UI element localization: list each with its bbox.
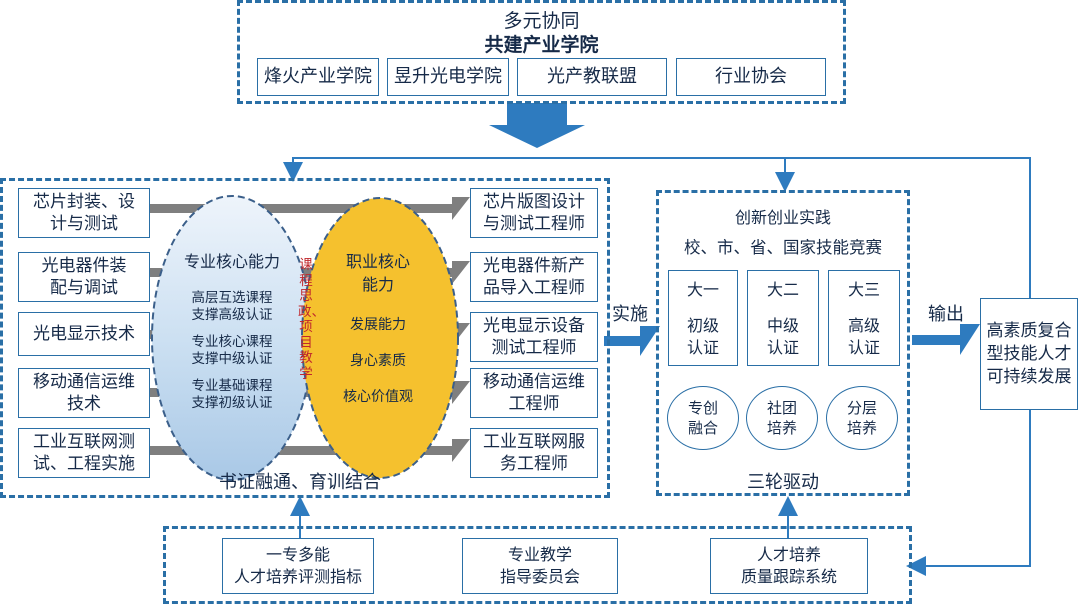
top-collaboration-frame	[237, 0, 846, 104]
feedback-lines	[283, 157, 1031, 576]
job-display-test: 光电显示设备 测试工程师	[470, 312, 598, 362]
job-mobile-ops: 移动通信运维 工程师	[470, 368, 598, 418]
center-drive-frame	[656, 190, 910, 496]
teaching-committee: 专业教学 指导委员会	[462, 538, 618, 594]
course-chip-packaging: 芯片封装、设 计与测试	[18, 188, 150, 238]
partner-association: 行业协会	[676, 58, 826, 96]
evaluation-indicators: 一专多能 人才培养评测指标	[222, 538, 374, 594]
left-frame-caption: 书证融通、育训结合	[219, 472, 381, 493]
center-frame-caption: 三轮驱动	[747, 472, 819, 493]
quality-tracking-system: 人才培养 质量跟踪系统	[710, 538, 868, 594]
blue-item-advanced: 高层互选课程 支撑高级认证	[191, 290, 273, 323]
yellow-item-wellbeing: 身心素质	[350, 353, 406, 369]
center-title-line2: 校、市、省、国家技能竞赛	[684, 238, 882, 257]
course-industrial-internet: 工业互联网测 试、工程实施	[18, 428, 150, 478]
ideological-teaching-label: 课程思政、项目教学	[298, 257, 325, 382]
circle-club: 社团 培养	[746, 386, 818, 450]
year-3-label: 大三	[847, 280, 880, 299]
year-3-cert: 高级 认证	[847, 316, 880, 357]
job-optoelectronic-npi: 光电器件新产 品导入工程师	[470, 252, 598, 302]
year-1-box: 大一 初级 认证	[668, 270, 738, 366]
output-label: 输出	[928, 304, 964, 325]
top-title-line2: 共建产业学院	[484, 34, 599, 56]
center-title-line1: 创新创业实践	[734, 208, 831, 227]
top-title-line1: 多元协同	[503, 10, 580, 32]
yellow-item-development: 发展能力	[350, 317, 406, 333]
talent-outcome-box: 高素质复合 型技能人才 可持续发展	[980, 298, 1078, 410]
course-display-tech: 光电显示技术	[18, 312, 150, 356]
down-arrow-icon	[489, 103, 585, 148]
year-2-label: 大二	[766, 280, 799, 299]
circle-innovation: 专创 融合	[667, 386, 739, 450]
implement-label: 实施	[612, 304, 648, 325]
year-3-box: 大三 高级 认证	[828, 270, 900, 366]
partner-fenghuo: 烽火产业学院	[257, 58, 379, 96]
job-industrial-service: 工业互联网服 务工程师	[470, 428, 598, 478]
year-2-cert: 中级 认证	[766, 316, 799, 357]
blue-item-core: 专业核心课程 支撑中级认证	[191, 334, 273, 367]
job-chip-layout: 芯片版图设计 与测试工程师	[470, 188, 598, 238]
circle-layered: 分层 培养	[826, 386, 898, 450]
year-1-label: 大一	[686, 280, 719, 299]
vocational-ability-ellipse	[301, 197, 459, 479]
left-training-frame	[0, 178, 610, 498]
partner-yusheng: 昱升光电学院	[387, 58, 509, 96]
implement-arrow-icon	[604, 326, 660, 356]
course-mobile-comm: 移动通信运维 技术	[18, 368, 150, 418]
year-1-cert: 初级 认证	[686, 316, 719, 357]
blue-item-basic: 专业基础课程 支撑初级认证	[191, 378, 273, 411]
year-2-box: 大二 中级 认证	[747, 270, 819, 366]
bottom-support-frame	[163, 526, 912, 604]
output-arrow-icon	[912, 324, 980, 355]
blue-ellipse-title: 专业核心能力	[183, 252, 280, 271]
partner-alliance: 光产教联盟	[517, 58, 667, 96]
course-optoelectronic-assembly: 光电器件装 配与调试	[18, 252, 150, 302]
yellow-item-values: 核心价值观	[343, 389, 413, 405]
yellow-ellipse-title: 职业核心 能力	[345, 252, 410, 294]
